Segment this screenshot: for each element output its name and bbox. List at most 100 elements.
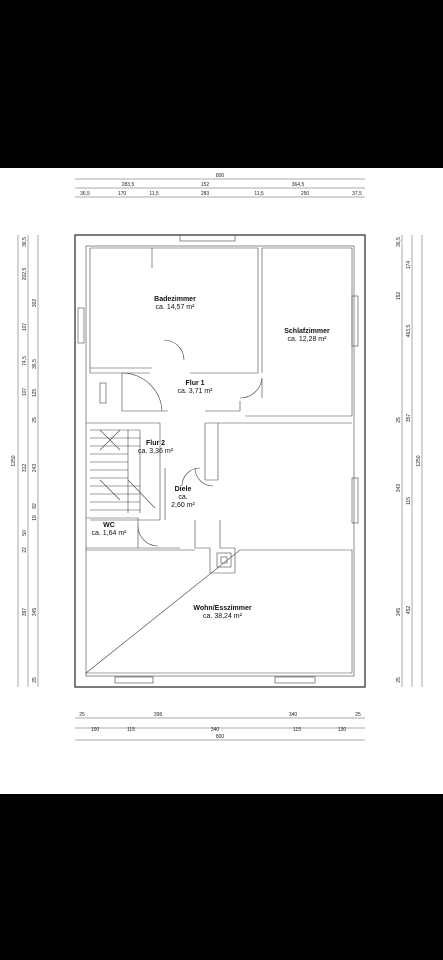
wall-flur2 bbox=[86, 422, 219, 521]
dim-bottom-2: 115 bbox=[293, 727, 301, 733]
chimney-flue bbox=[220, 556, 228, 564]
dim-right: 343 bbox=[396, 484, 402, 493]
room-label-wc: WC ca. 1,64 m² bbox=[84, 522, 134, 538]
dim-right: 174 bbox=[406, 261, 412, 270]
dim-right-total: 1250 bbox=[416, 455, 422, 466]
dim-bottom-1: 340 bbox=[289, 712, 298, 718]
room-name: Wohn/Esszimmer bbox=[193, 605, 252, 612]
chimney bbox=[216, 552, 232, 568]
dim-top-2: 11,5 bbox=[254, 191, 264, 197]
dim-top-1: 152 bbox=[201, 182, 210, 188]
dim-right: 25 bbox=[396, 677, 402, 683]
wall-flur1 bbox=[121, 373, 241, 412]
dim-left: 345 bbox=[32, 608, 38, 617]
staircase bbox=[90, 429, 156, 513]
floor-plan-sheet: 800 283,5 152 364,5 36,5 170 11,5 283 11… bbox=[0, 168, 443, 794]
room-label-flur2: Flur 2 ca. 3,36 m² bbox=[123, 440, 188, 456]
room-area: ca. 3,71 m² bbox=[177, 388, 213, 395]
room-label-flur1: Flur 1 ca. 3,71 m² bbox=[160, 380, 230, 396]
dim-right: 115 bbox=[406, 497, 412, 505]
door-arc bbox=[194, 467, 214, 487]
dim-bottom-1: 25 bbox=[79, 712, 85, 718]
door-arc bbox=[239, 377, 263, 399]
room-name: WC bbox=[103, 522, 115, 529]
dim-left: 202,5 bbox=[22, 268, 28, 281]
dim-bottom-total: 800 bbox=[216, 734, 225, 740]
dim-left: 74,5 bbox=[22, 356, 28, 366]
dim-right: 357 bbox=[406, 414, 412, 423]
dim-left-total: 1250 bbox=[11, 455, 17, 466]
dim-left: 312 bbox=[22, 464, 28, 473]
dim-top-total: 800 bbox=[216, 173, 225, 179]
dim-left: 302 bbox=[32, 299, 38, 308]
room-name: Flur 2 bbox=[145, 440, 166, 447]
room-label-schlafzimmer: Schlafzimmer ca. 12,28 m² bbox=[262, 328, 352, 344]
door-arc bbox=[181, 467, 201, 487]
exterior-wall-inner bbox=[85, 245, 355, 677]
dim-left: 25 bbox=[32, 417, 38, 423]
dim-right: 345 bbox=[396, 608, 402, 617]
dim-top-2: 36,5 bbox=[80, 191, 90, 197]
dim-top-2: 170 bbox=[118, 191, 127, 197]
window bbox=[351, 477, 359, 524]
dim-left: 125 bbox=[32, 389, 38, 398]
window bbox=[99, 382, 107, 404]
dim-left: 19 bbox=[32, 515, 38, 521]
floor-plan-drawing: 800 283,5 152 364,5 36,5 170 11,5 283 11… bbox=[11, 173, 423, 741]
dim-top-2: 37,5 bbox=[352, 191, 362, 197]
dim-top-2: 283 bbox=[201, 191, 210, 197]
dim-left: 36,5 bbox=[32, 359, 38, 369]
window bbox=[179, 234, 236, 242]
room-area: ca. 38,24 m² bbox=[203, 613, 242, 620]
dimension-lines bbox=[17, 178, 423, 741]
dim-right: 463,5 bbox=[406, 325, 412, 338]
room-area: ca. 14,57 m² bbox=[155, 304, 195, 311]
room-label-badezimmer: Badezimmer ca. 14,57 m² bbox=[130, 296, 220, 312]
window bbox=[351, 295, 359, 347]
dim-bottom-2: 100 bbox=[91, 727, 100, 733]
dim-top-1: 283,5 bbox=[122, 182, 135, 188]
dim-bottom-1: 398 bbox=[154, 712, 163, 718]
room-area: ca. 3,36 m² bbox=[137, 448, 173, 455]
dim-right: 152 bbox=[396, 292, 402, 301]
door-arc bbox=[137, 525, 159, 547]
wall-diele bbox=[164, 422, 352, 574]
dim-left: 50 bbox=[22, 530, 28, 536]
dim-right: 452 bbox=[406, 606, 412, 615]
room-name: Diele bbox=[174, 486, 192, 493]
room-area: ca. bbox=[178, 494, 188, 501]
dim-top-1: 364,5 bbox=[292, 182, 305, 188]
dim-right: 25 bbox=[396, 417, 402, 423]
dim-left: 25 bbox=[32, 677, 38, 683]
room-name: Badezimmer bbox=[154, 296, 196, 303]
dim-bottom-2: 115 bbox=[127, 727, 135, 733]
window bbox=[77, 307, 85, 344]
dim-left: 107 bbox=[22, 388, 28, 397]
window bbox=[274, 676, 316, 684]
dim-left: 397 bbox=[22, 608, 28, 617]
wall-wohnzimmer bbox=[85, 549, 353, 674]
room-label-wohn-esszimmer: Wohn/Esszimmer ca. 38,24 m² bbox=[170, 605, 275, 621]
dimension-labels: 800 283,5 152 364,5 36,5 170 11,5 283 11… bbox=[11, 173, 422, 740]
wall-badezimmer bbox=[89, 247, 259, 374]
dim-bottom-1: 25 bbox=[355, 712, 361, 718]
dim-left: 22 bbox=[22, 547, 28, 553]
room-area: 2,60 m² bbox=[171, 502, 195, 509]
room-label-diele: Diele ca. 2,60 m² bbox=[165, 486, 201, 510]
dim-left: 243 bbox=[32, 464, 38, 473]
dim-top-2: 11,5 bbox=[149, 191, 159, 197]
dim-bottom-2: 340 bbox=[211, 727, 220, 733]
room-area: ca. 12,28 m² bbox=[287, 336, 327, 343]
door-arc bbox=[121, 372, 163, 412]
room-name: Schlafzimmer bbox=[284, 328, 330, 335]
dim-left: 107 bbox=[22, 323, 28, 332]
dim-left: 36,5 bbox=[22, 237, 28, 247]
window bbox=[114, 676, 154, 684]
room-area: ca. 1,64 m² bbox=[91, 530, 127, 537]
dim-right: 36,5 bbox=[396, 237, 402, 247]
door-arc bbox=[163, 339, 185, 361]
room-name: Flur 1 bbox=[185, 380, 205, 387]
dim-top-2: 250 bbox=[301, 191, 310, 197]
dim-left: 82 bbox=[32, 503, 38, 509]
dim-bottom-2: 130 bbox=[338, 727, 347, 733]
